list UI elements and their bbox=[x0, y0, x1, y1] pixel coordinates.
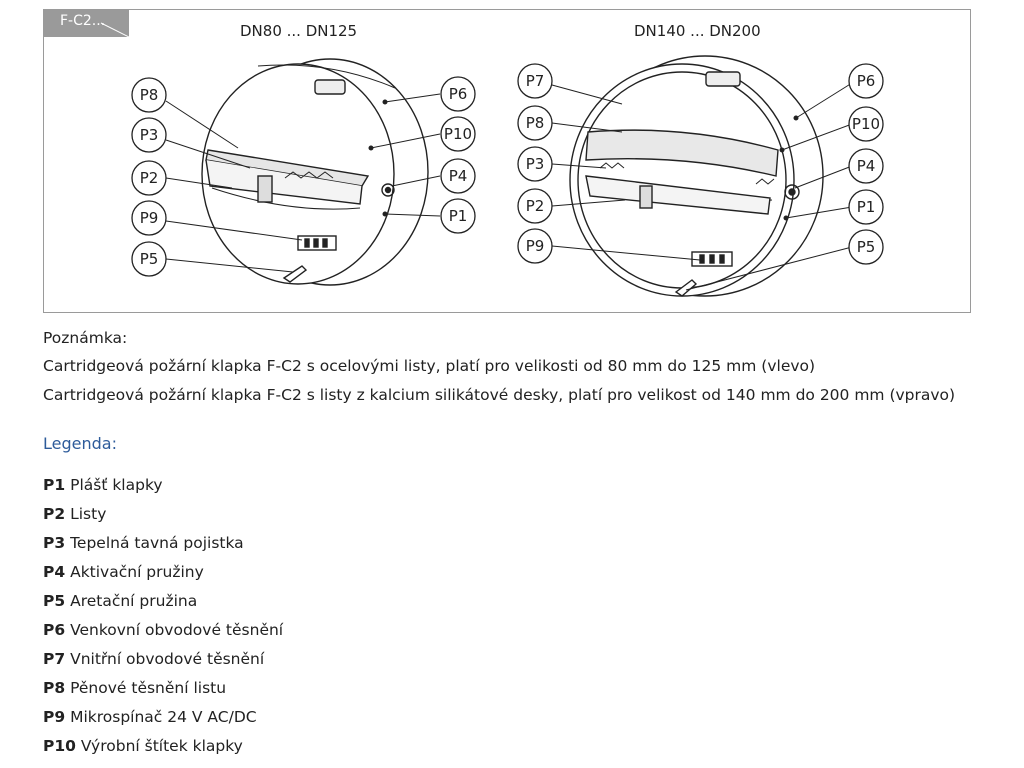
left-callout-p6: P6 bbox=[449, 85, 468, 103]
legend-item: P6 Venkovní obvodové těsnění bbox=[43, 621, 283, 639]
right-callout-p4: P4 bbox=[857, 157, 876, 175]
note-heading: Poznámka: bbox=[43, 329, 128, 347]
right-callout-p2: P2 bbox=[526, 197, 545, 215]
legend-item: P7 Vnitřní obvodové těsnění bbox=[43, 650, 264, 668]
legend-item: P5 Aretační pružina bbox=[43, 592, 197, 610]
legend-item: P8 Pěnové těsnění listu bbox=[43, 679, 226, 697]
left-callout-p9: P9 bbox=[140, 209, 159, 227]
left-callout-p8: P8 bbox=[140, 86, 159, 104]
legend-item: P3 Tepelná tavná pojistka bbox=[43, 534, 244, 552]
legend-code: P3 bbox=[43, 534, 66, 552]
legend-item: P4 Aktivační pružiny bbox=[43, 563, 204, 581]
right-callout-p9: P9 bbox=[526, 237, 545, 255]
legend-code: P9 bbox=[43, 708, 66, 726]
left-callout-p4: P4 bbox=[449, 167, 468, 185]
legend-code: P1 bbox=[43, 476, 66, 494]
left-callout-p10: P10 bbox=[444, 125, 472, 143]
left-callout-p5: P5 bbox=[140, 250, 159, 268]
figure-tab bbox=[43, 9, 129, 37]
legend-text: Tepelná tavná pojistka bbox=[70, 534, 244, 552]
right-damper-drawing bbox=[569, 55, 824, 297]
right-callout-p8: P8 bbox=[526, 114, 545, 132]
legend-title: Legenda: bbox=[43, 434, 117, 453]
right-callout-p6: P6 bbox=[857, 72, 876, 90]
note-line-2: Cartridgeová požární klapka F-C2 s listy… bbox=[43, 386, 956, 404]
legend-code: P4 bbox=[43, 563, 66, 581]
left-size-label: DN80 ... DN125 bbox=[240, 22, 358, 40]
right-callout-p5: P5 bbox=[857, 238, 876, 256]
legend-text: Venkovní obvodové těsnění bbox=[70, 621, 284, 639]
legend-text: Aktivační pružiny bbox=[70, 563, 204, 581]
legend-item: P9 Mikrospínač 24 V AC/DC bbox=[43, 708, 257, 726]
left-callout-p1: P1 bbox=[449, 207, 468, 225]
left-callout-p3: P3 bbox=[140, 126, 159, 144]
legend-text: Listy bbox=[70, 505, 107, 523]
legend-text: Mikrospínač 24 V AC/DC bbox=[70, 708, 257, 726]
right-callout-p10: P10 bbox=[852, 115, 880, 133]
legend-code: P7 bbox=[43, 650, 66, 668]
damper-illustration: P8 P3 P2 P9 P5 P6 P10 P4 P1 P7 P8 P3 P2 … bbox=[131, 55, 884, 297]
legend-text: Plášť klapky bbox=[70, 476, 163, 494]
legend-text: Aretační pružina bbox=[70, 592, 198, 610]
legend-code: P6 bbox=[43, 621, 66, 639]
right-callout-p3: P3 bbox=[526, 155, 545, 173]
legend-text: Výrobní štítek klapky bbox=[80, 737, 243, 755]
left-callout-p2: P2 bbox=[140, 169, 159, 187]
right-size-label: DN140 ... DN200 bbox=[634, 22, 761, 40]
legend-code: P5 bbox=[43, 592, 66, 610]
legend-code: P8 bbox=[43, 679, 66, 697]
legend-item: P2 Listy bbox=[43, 505, 106, 523]
left-damper-drawing bbox=[201, 58, 429, 286]
figure-tab-label: F-C2... bbox=[60, 13, 106, 29]
legend-text: Vnitřní obvodové těsnění bbox=[70, 650, 265, 668]
legend-item: P10 Výrobní štítek klapky bbox=[43, 737, 243, 755]
right-callout-p7: P7 bbox=[526, 72, 545, 90]
legend-item: P1 Plášť klapky bbox=[43, 476, 163, 494]
legend-code: P2 bbox=[43, 505, 66, 523]
legend-text: Pěnové těsnění listu bbox=[70, 679, 227, 697]
note-line-1: Cartridgeová požární klapka F-C2 s ocelo… bbox=[43, 357, 816, 375]
right-callout-p1: P1 bbox=[857, 198, 876, 216]
legend-code: P10 bbox=[43, 737, 76, 755]
